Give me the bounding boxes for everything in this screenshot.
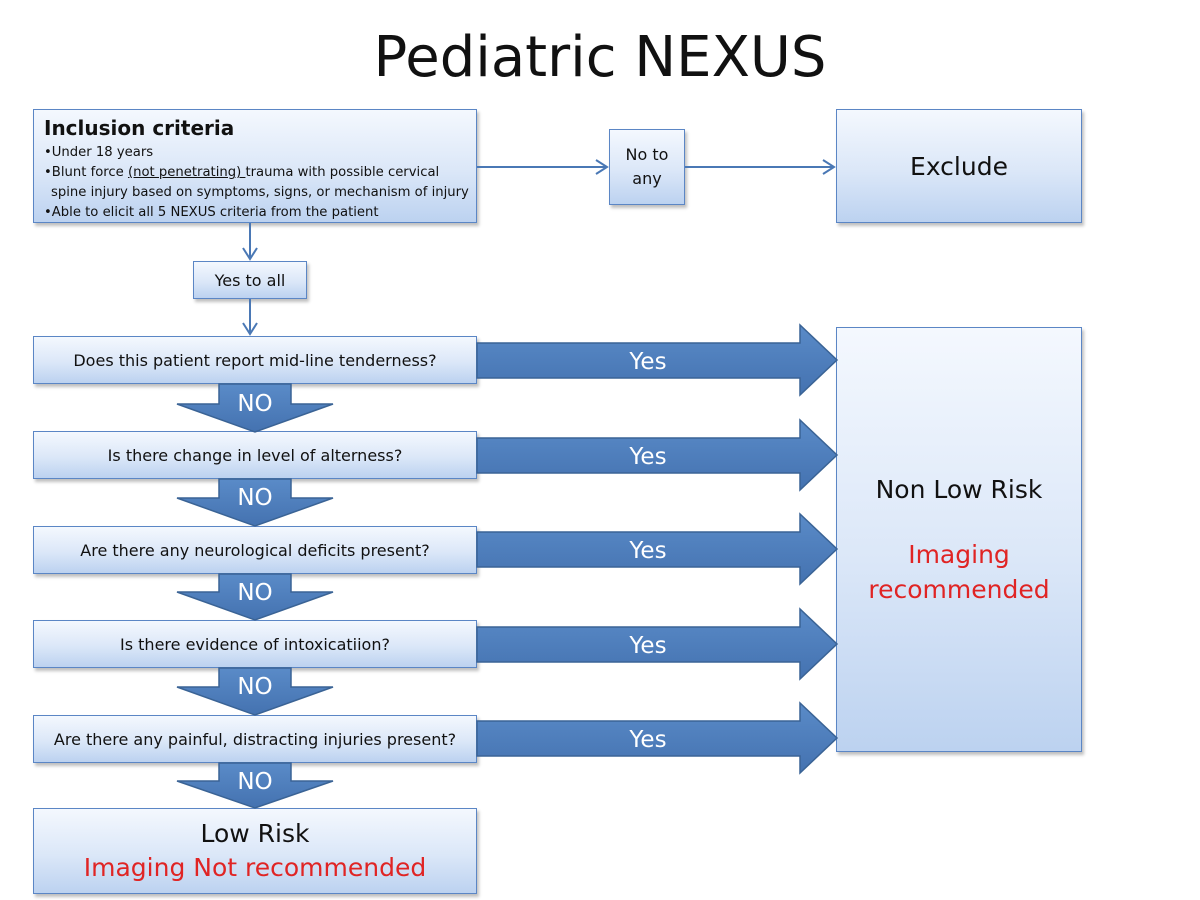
inclusion-item-blunt-post: trauma with possible cervical bbox=[245, 165, 440, 180]
yes-to-all-label: Yes to all bbox=[214, 270, 286, 290]
question-label: Are there any painful, distracting injur… bbox=[53, 729, 457, 749]
inclusion-heading: Inclusion criteria bbox=[44, 116, 235, 140]
no-arrow-1: NO bbox=[176, 383, 334, 433]
question-neuro-deficits: Are there any neurological deficits pres… bbox=[33, 526, 477, 574]
inclusion-item-not-penetrating: (not penetrating) bbox=[127, 165, 246, 180]
page-title: Pediatric NEXUS bbox=[373, 25, 827, 90]
connector-head-yesall bbox=[242, 247, 258, 261]
no-arrow-5: NO bbox=[176, 762, 334, 809]
yes-arrow-2: Yes bbox=[476, 418, 839, 492]
question-label: Is there change in level of alterness? bbox=[107, 445, 403, 465]
yes-arrow-3: Yes bbox=[476, 512, 839, 586]
yes-arrow-label: Yes bbox=[628, 349, 666, 375]
inclusion-criteria-box: Inclusion criteria •Under 18 years •Blun… bbox=[33, 109, 477, 223]
no-arrow-label: NO bbox=[237, 674, 272, 700]
yes-arrows: Yes Yes Yes Yes Yes bbox=[476, 323, 839, 775]
exclude-label: Exclude bbox=[910, 151, 1008, 181]
inclusion-item-blunt-cont: spine injury based on symptoms, signs, o… bbox=[51, 185, 469, 200]
no-arrow-label: NO bbox=[237, 485, 272, 511]
imaging-not-recommended-label: Imaging Not recommended bbox=[83, 853, 427, 882]
yes-arrow-label: Yes bbox=[628, 444, 666, 470]
no-arrow-label: NO bbox=[237, 580, 272, 606]
inclusion-item-blunt-pre: •Blunt force bbox=[44, 165, 128, 180]
no-arrow-2: NO bbox=[176, 478, 334, 527]
inclusion-item-age: •Under 18 years bbox=[44, 145, 154, 160]
yes-arrow-5: Yes bbox=[476, 701, 839, 775]
question-label: Are there any neurological deficits pres… bbox=[80, 540, 430, 560]
question-intoxication: Is there evidence of intoxicatiion? bbox=[33, 620, 477, 668]
low-risk-label: Low Risk bbox=[200, 819, 310, 848]
yes-arrow-label: Yes bbox=[628, 633, 666, 659]
no-arrow-label: NO bbox=[237, 391, 272, 417]
inclusion-item-nexus-criteria: •Able to elicit all 5 NEXUS criteria fro… bbox=[44, 205, 379, 220]
no-arrow-label: NO bbox=[237, 769, 272, 795]
inclusion-item-blunt-force: •Blunt force (not penetrating) trauma wi… bbox=[44, 163, 466, 183]
exclude-box: Exclude bbox=[836, 109, 1082, 223]
low-risk-box: Low Risk Imaging Not recommended bbox=[33, 808, 477, 894]
imaging-recommended-label: Imaging recommended bbox=[868, 537, 1049, 607]
imaging-recommended-line1: Imaging bbox=[908, 539, 1010, 569]
non-low-risk-box: Non Low Risk Imaging recommended bbox=[836, 327, 1082, 752]
connector-head-q1 bbox=[242, 322, 258, 336]
no-arrow-4: NO bbox=[176, 667, 334, 716]
question-label: Is there evidence of intoxicatiion? bbox=[120, 634, 390, 654]
connector-head-noany bbox=[595, 159, 609, 175]
no-arrow-3: NO bbox=[176, 573, 334, 621]
question-alertness: Is there change in level of alterness? bbox=[33, 431, 477, 479]
question-label: Does this patient report mid-line tender… bbox=[73, 350, 437, 370]
connector-head-exclude bbox=[822, 159, 836, 175]
yes-arrow-4: Yes bbox=[476, 607, 839, 681]
yes-to-all-box: Yes to all bbox=[193, 261, 307, 299]
yes-arrow-1: Yes bbox=[476, 323, 839, 397]
question-distracting-injuries: Are there any painful, distracting injur… bbox=[33, 715, 477, 763]
yes-arrow-label: Yes bbox=[628, 727, 666, 753]
non-low-risk-label: Non Low Risk bbox=[875, 474, 1043, 504]
question-midline-tenderness: Does this patient report mid-line tender… bbox=[33, 336, 477, 384]
no-to-any-line2: any bbox=[632, 169, 662, 188]
imaging-recommended-line2: recommended bbox=[868, 574, 1050, 604]
no-to-any-box: No to any bbox=[609, 129, 685, 205]
yes-arrow-label: Yes bbox=[628, 538, 666, 564]
no-to-any-line1: No to bbox=[625, 145, 669, 164]
